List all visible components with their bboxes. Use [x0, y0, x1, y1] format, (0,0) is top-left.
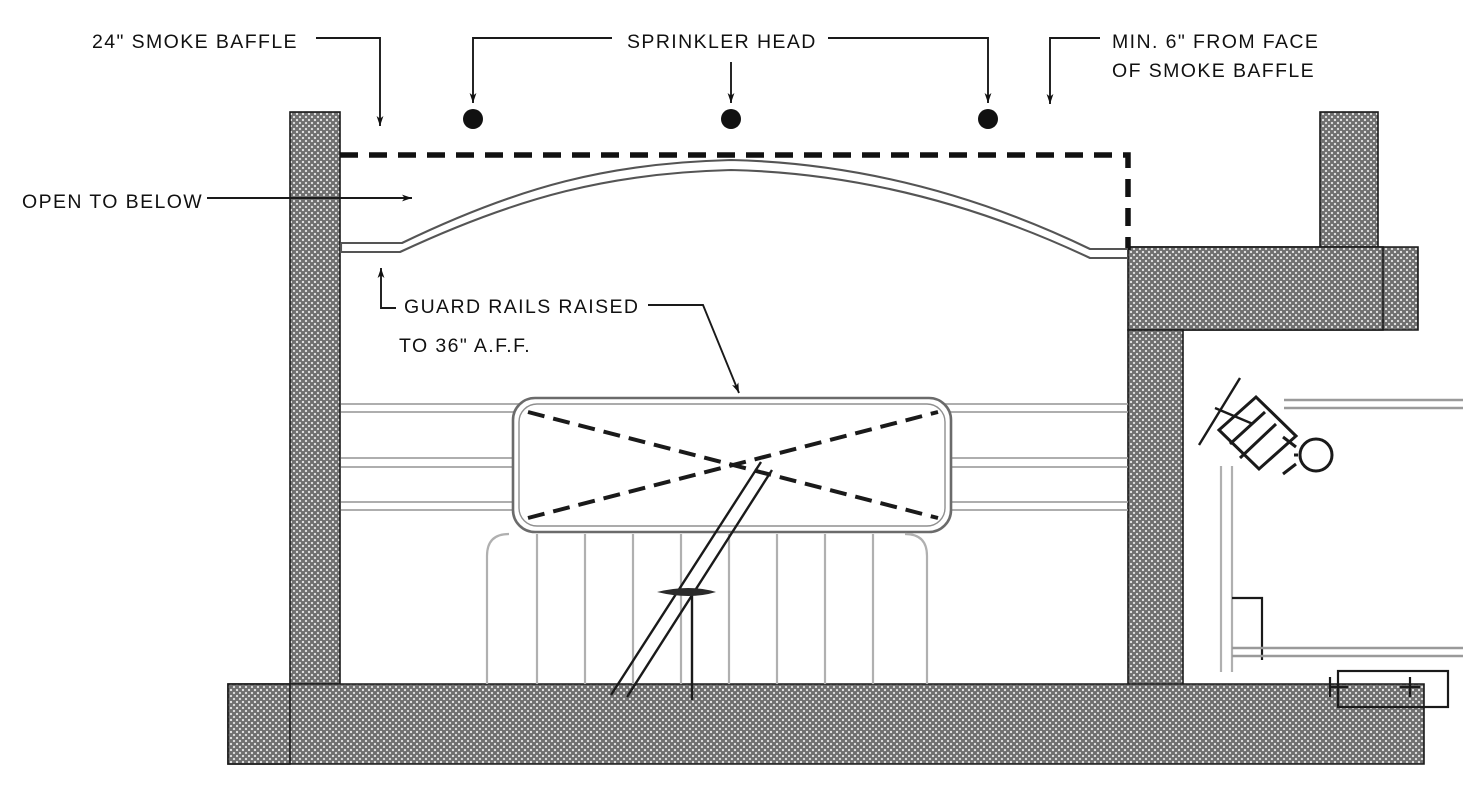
right-fixture-group — [1197, 377, 1334, 672]
stair-stringer-upper — [609, 461, 763, 696]
lower-right-object — [1336, 669, 1450, 709]
right-shelf-lines-group — [1232, 398, 1463, 658]
baluster-outline-left — [485, 532, 510, 684]
baluster-group — [485, 532, 929, 684]
leader-smoke-baffle — [316, 37, 384, 126]
stair-stringer-lower — [625, 469, 774, 698]
right-lower-wall — [1127, 329, 1184, 687]
sprinkler-heads-group — [463, 109, 998, 129]
right-beam-upper — [1127, 246, 1384, 331]
baluster-outline-right — [904, 532, 929, 684]
annotation-guard-rails-text-line1: GUARD RAILS RAISED — [404, 296, 639, 318]
lower-right-object-group — [1328, 669, 1450, 709]
annotation-min6-text-line1: MIN. 6" FROM FACE — [1112, 31, 1319, 53]
annotation-guard-rails-text-line2: TO 36" A.F.F. — [399, 335, 531, 357]
arched-ceiling-outer — [341, 158, 1128, 251]
floor-slab-left-step — [227, 683, 291, 765]
leader-sprinkler-right — [828, 37, 992, 103]
sprinkler-head-dot-3 — [978, 109, 998, 129]
fixture-base-hook — [1232, 596, 1264, 660]
fixture-spark-rays — [1282, 435, 1298, 476]
annotation-smoke-baffle-text: 24" SMOKE BAFFLE — [92, 31, 298, 53]
leader-sprinkler-left — [469, 37, 612, 103]
sprinkler-head-dot-2 — [721, 109, 741, 129]
annotation-open-to-below-text: OPEN TO BELOW — [22, 191, 203, 213]
stair-diagonal-group — [609, 461, 774, 700]
fixture-lamp-circle — [1298, 437, 1334, 473]
guard-rail-box-group — [511, 396, 953, 534]
structure-group — [227, 111, 1425, 765]
annotation-sprinkler-head-text: SPRINKLER HEAD — [627, 31, 817, 53]
leader-guard-rails-up — [377, 268, 396, 309]
annotation-text-group: 24" SMOKE BAFFLE SPRINKLER HEAD MIN. 6" … — [22, 31, 1319, 357]
leaders-group — [207, 37, 1100, 394]
right-upper-column — [1319, 111, 1379, 249]
fixture-bracket-arm-1 — [1197, 377, 1242, 446]
left-wall — [289, 111, 341, 685]
guard-rail-box-inner — [518, 403, 946, 527]
smoke-baffle-dashed-line — [340, 152, 1131, 250]
leader-min-6 — [1046, 37, 1100, 104]
guard-rail-box-diagonal-2 — [527, 410, 939, 520]
ceiling-group — [339, 152, 1131, 260]
annotation-min6-text-line2: OF SMOKE BAFFLE — [1112, 60, 1315, 82]
leader-guard-rails-diagonal — [648, 304, 740, 394]
sprinkler-head-dot-1 — [463, 109, 483, 129]
stair-handrail-cap — [657, 588, 716, 596]
floor-slab — [227, 683, 1425, 765]
arched-ceiling-inner — [341, 168, 1128, 260]
fixture-body — [1216, 394, 1299, 472]
